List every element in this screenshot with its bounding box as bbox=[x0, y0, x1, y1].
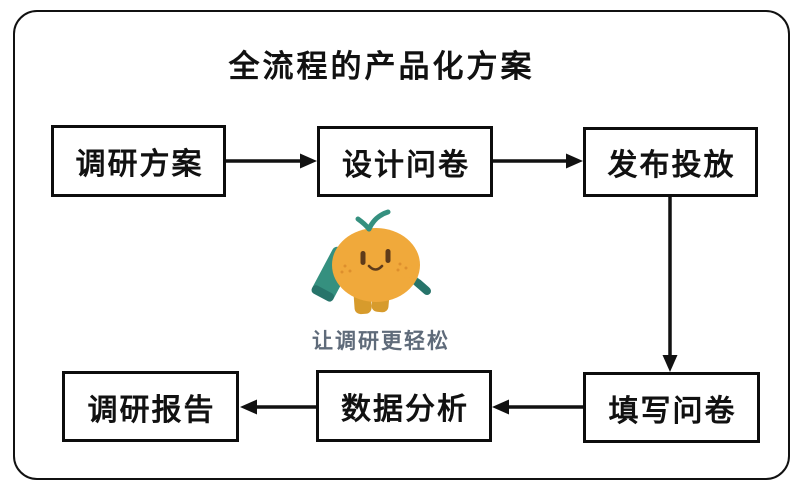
flow-node-fill-survey: 填写问卷 bbox=[583, 372, 760, 443]
flow-node-data-analysis: 数据分析 bbox=[316, 370, 492, 442]
flow-node-research-report: 调研报告 bbox=[62, 371, 239, 442]
mascot-tagline: 让调研更轻松 bbox=[312, 330, 450, 353]
flow-node-design-survey: 设计问卷 bbox=[317, 126, 493, 197]
flow-node-research-plan: 调研方案 bbox=[51, 125, 226, 197]
mascot-face bbox=[340, 249, 408, 274]
flow-node-publish-deploy: 发布投放 bbox=[583, 127, 758, 197]
diagram-title: 全流程的产品化方案 bbox=[228, 49, 535, 84]
orange-mascot-icon bbox=[311, 209, 431, 315]
